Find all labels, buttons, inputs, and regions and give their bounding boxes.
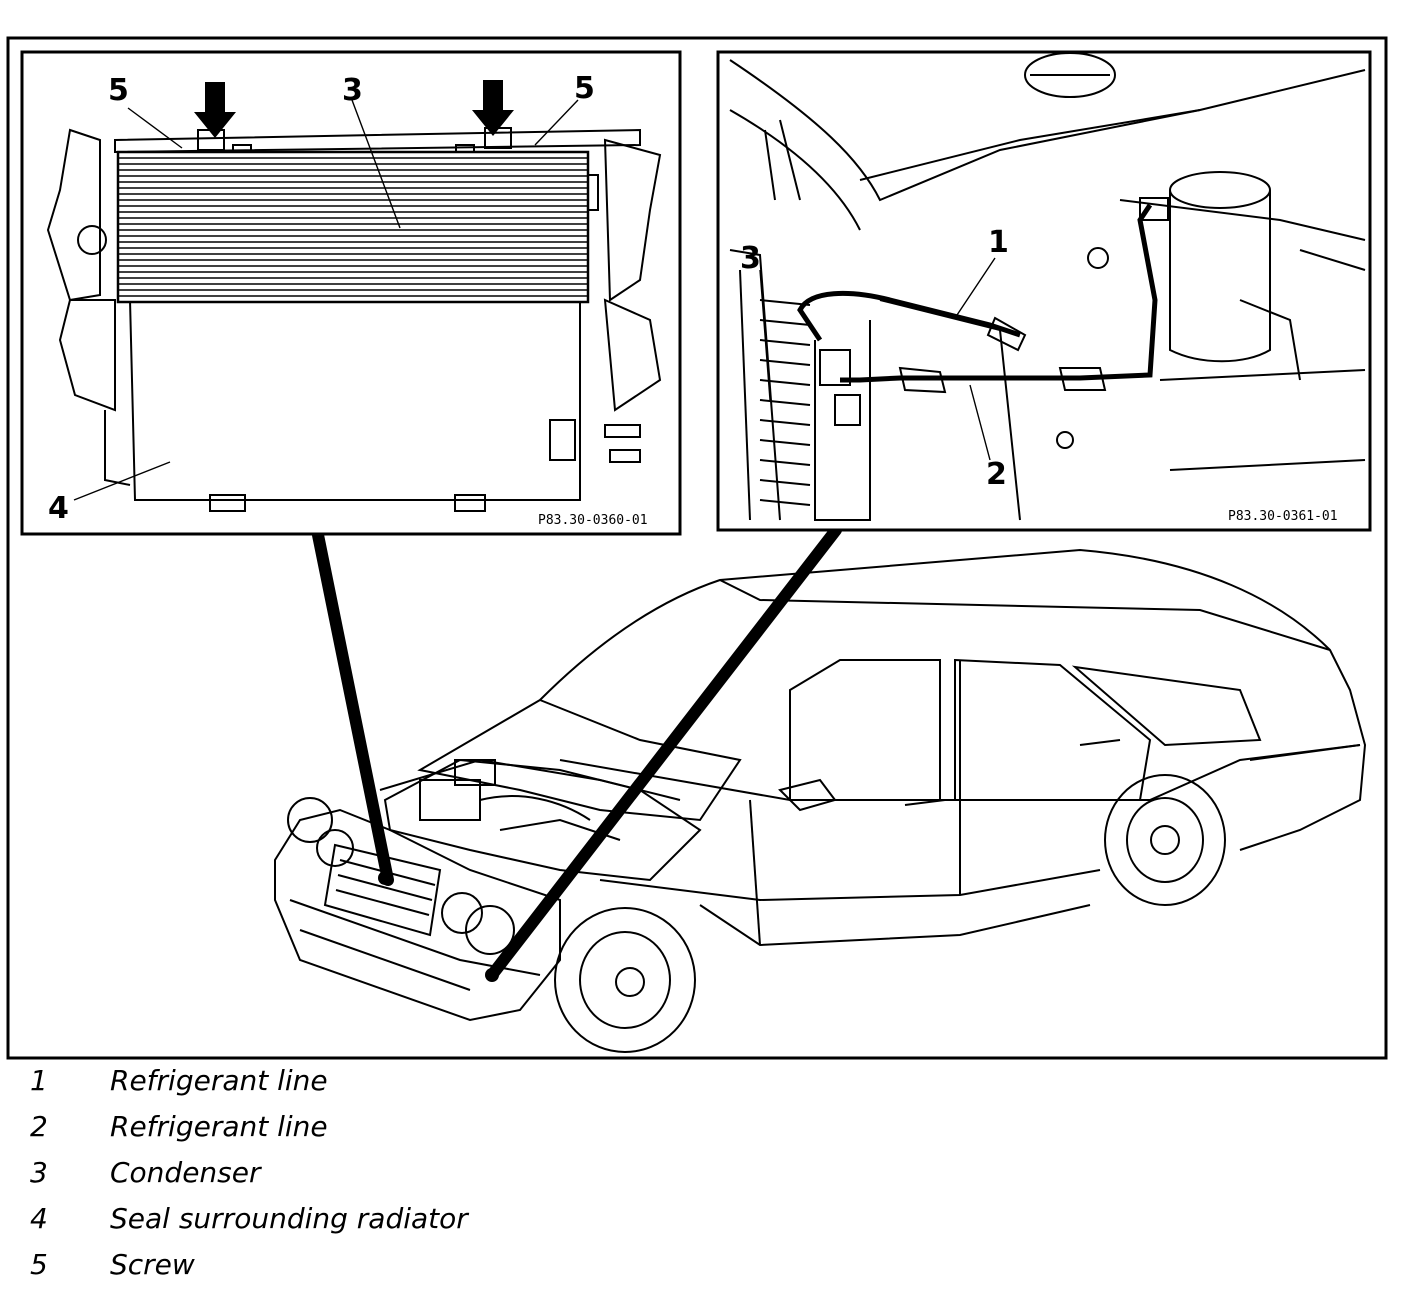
legend-label: Refrigerant line — [110, 1110, 328, 1143]
pointer-lines — [312, 524, 842, 981]
legend-item: 4 Seal surrounding radiator — [0, 1202, 900, 1248]
down-arrow-icon — [194, 82, 236, 138]
car-illustration — [274, 548, 1367, 1053]
right-inset-refrigerant-lines: 1 3 2 P83.30-0361-01 — [716, 50, 1372, 532]
part-number-left: P83.30-0360-01 — [538, 513, 648, 528]
legend-item: 3 Condenser — [0, 1156, 900, 1202]
callout-1: 1 — [988, 225, 1009, 260]
technical-illustration: 5 3 5 4 P83.30-0360-01 — [6, 36, 1388, 1060]
pointer-dot-left — [378, 871, 392, 885]
callout-3-right: 3 — [740, 241, 761, 276]
legend-label: Condenser — [110, 1156, 261, 1189]
legend-label: Seal surrounding radiator — [110, 1202, 468, 1235]
legend-item: 5 Screw — [0, 1248, 900, 1294]
legend-number: 5 — [30, 1248, 48, 1281]
callout-3-left: 3 — [342, 73, 363, 108]
legend-number: 1 — [30, 1064, 48, 1097]
part-number-right: P83.30-0361-01 — [1228, 509, 1338, 524]
legend-number: 4 — [30, 1202, 48, 1235]
callout-2: 2 — [986, 457, 1007, 492]
legend-label: Screw — [110, 1248, 195, 1281]
left-inset-condenser: 5 3 5 4 P83.30-0360-01 — [20, 50, 682, 536]
legend-item: 1 Refrigerant line — [0, 1064, 900, 1110]
legend-number: 2 — [30, 1110, 48, 1143]
callout-5-left: 5 — [108, 73, 129, 108]
callout-5-right: 5 — [574, 71, 595, 106]
legend-label: Refrigerant line — [110, 1064, 328, 1097]
pointer-dot-right — [485, 968, 499, 982]
legend-item: 2 Refrigerant line — [0, 1110, 900, 1156]
callout-4: 4 — [48, 491, 69, 526]
legend-number: 3 — [30, 1156, 48, 1189]
down-arrow-icon — [472, 80, 514, 136]
